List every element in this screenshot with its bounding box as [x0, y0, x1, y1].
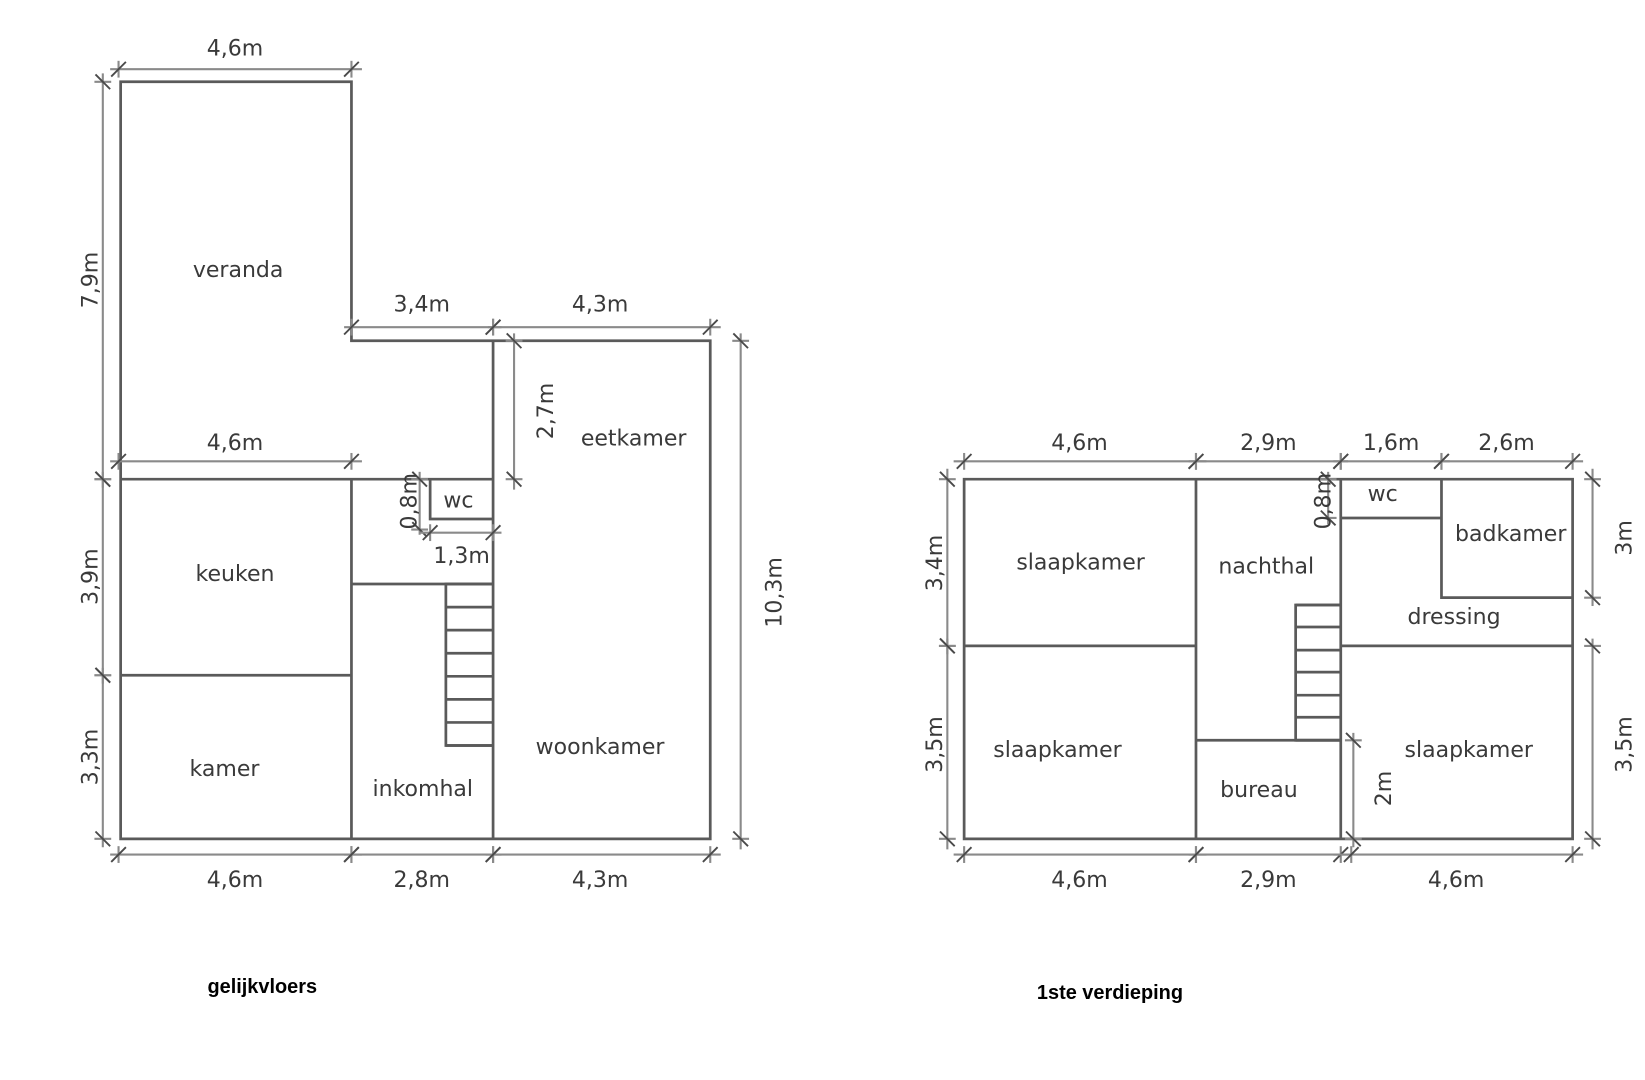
dimension-label: 3,4m	[923, 535, 948, 591]
dimension-tick	[1584, 471, 1601, 488]
dimension-tick	[1584, 589, 1601, 606]
room-label-nachthal: nachthal	[1218, 555, 1314, 580]
dimension-tick	[1332, 453, 1349, 470]
staircase	[1294, 603, 1341, 742]
dimension-tick	[1187, 453, 1204, 470]
room-label-wc: wc	[443, 489, 473, 514]
dimension-tick	[1564, 846, 1581, 863]
dimension-label: 3,4m	[393, 292, 449, 317]
dimension-tick	[1584, 637, 1601, 654]
dimension-label: 2,9m	[1240, 431, 1296, 456]
room-label-bureau: bureau	[1220, 778, 1298, 803]
dimension-tick	[1433, 453, 1450, 470]
dimension-label: 2,7m	[534, 383, 559, 439]
dimension-label: 3,3m	[79, 729, 104, 785]
badkamer-wall	[1440, 479, 1573, 600]
staircase	[444, 582, 494, 747]
dimension-tick	[94, 73, 111, 90]
room-label-kamer: kamer	[190, 757, 261, 782]
room-label-woonkamer: woonkamer	[536, 735, 666, 760]
dimension-label: 2,6m	[1478, 431, 1534, 456]
dimension-label: 3,5m	[1612, 716, 1637, 772]
dimension-tick	[939, 637, 956, 654]
dimension-tick	[506, 332, 523, 349]
dimension-label: 7,9m	[79, 252, 104, 308]
dimension-tick	[956, 846, 973, 863]
dimension-tick	[110, 846, 127, 863]
dimension-tick	[1345, 830, 1362, 847]
dimension-tick	[939, 471, 956, 488]
dimension-tick	[94, 667, 111, 684]
room-label-slaapkamer: slaapkamer	[993, 738, 1122, 763]
dimension-label: 3,5m	[923, 716, 948, 772]
dimension-lines	[94, 60, 1601, 863]
dimension-tick	[411, 521, 428, 538]
dimension-tick	[732, 332, 749, 349]
dimension-tick	[422, 524, 439, 541]
room-label-eetkamer: eetkamer	[581, 427, 688, 452]
walls	[119, 80, 1574, 841]
dimension-label: 4,3m	[572, 868, 628, 893]
dimension-tick	[343, 846, 360, 863]
dimension-tick	[1584, 830, 1601, 847]
dimension-label: 2,9m	[1240, 868, 1296, 893]
dimension-tick	[343, 319, 360, 336]
dimension-tick	[1345, 732, 1362, 749]
dimension-tick	[732, 830, 749, 847]
floor-title-gelijkvloers: gelijkvloers	[207, 976, 317, 998]
room-label-slaapkamer: slaapkamer	[1016, 550, 1145, 575]
dimension-tick	[94, 830, 111, 847]
dimension-label: 1,3m	[433, 544, 489, 569]
room-label-veranda: veranda	[193, 258, 284, 283]
room-label-wc: wc	[1368, 482, 1398, 507]
dimension-label: 4,6m	[207, 431, 263, 456]
dimension-label: 4,6m	[207, 868, 263, 893]
dimension-label: 4,6m	[1051, 868, 1107, 893]
room-label-badkamer: badkamer	[1455, 522, 1567, 547]
dimension-tick	[1320, 471, 1337, 488]
dimension-label: 4,3m	[572, 292, 628, 317]
dimension-label: 3m	[1612, 520, 1637, 555]
dimension-tick	[343, 61, 360, 78]
dimension-label: 2,8m	[393, 868, 449, 893]
dimension-label: 4,6m	[1428, 868, 1484, 893]
dimension-tick	[939, 830, 956, 847]
dimension-tick	[956, 453, 973, 470]
dimension-tick	[702, 319, 719, 336]
labels: veranda eetkamer keuken kamer inkomhal woonka…	[79, 37, 1638, 1005]
dimension-tick	[485, 846, 502, 863]
dimension-label: 1,6m	[1363, 431, 1419, 456]
dimension-tick	[343, 453, 360, 470]
dimension-label: 0,8m	[1311, 473, 1336, 529]
floor-title-1ste-verdieping: 1ste verdieping	[1037, 982, 1183, 1004]
room-label-slaapkamer: slaapkamer	[1405, 738, 1534, 763]
wc-wall	[428, 479, 494, 521]
dimension-label: 4,6m	[207, 37, 263, 62]
room-label-dressing: dressing	[1408, 605, 1501, 630]
dimension-tick	[485, 319, 502, 336]
dimension-tick	[94, 471, 111, 488]
dimension-label: 3,9m	[79, 548, 104, 604]
dimension-label: 10,3m	[763, 557, 788, 627]
ground-outline	[119, 80, 712, 841]
room-label-inkomhal: inkomhal	[373, 777, 474, 802]
dimension-tick	[506, 471, 523, 488]
dimension-tick	[110, 61, 127, 78]
dimension-tick	[110, 453, 127, 470]
dimension-label: 2m	[1372, 771, 1397, 806]
dimension-tick	[411, 471, 428, 488]
room-label-keuken: keuken	[196, 562, 275, 587]
dimension-tick	[485, 524, 502, 541]
dimension-label: 4,6m	[1051, 431, 1107, 456]
dimension-tick	[702, 846, 719, 863]
dimension-label: 0,8m	[397, 473, 422, 529]
dimension-tick	[1564, 453, 1581, 470]
dimension-tick	[1320, 509, 1337, 526]
dimension-tick	[1343, 846, 1360, 863]
first-outline	[962, 477, 1574, 841]
dimension-tick	[1187, 846, 1204, 863]
